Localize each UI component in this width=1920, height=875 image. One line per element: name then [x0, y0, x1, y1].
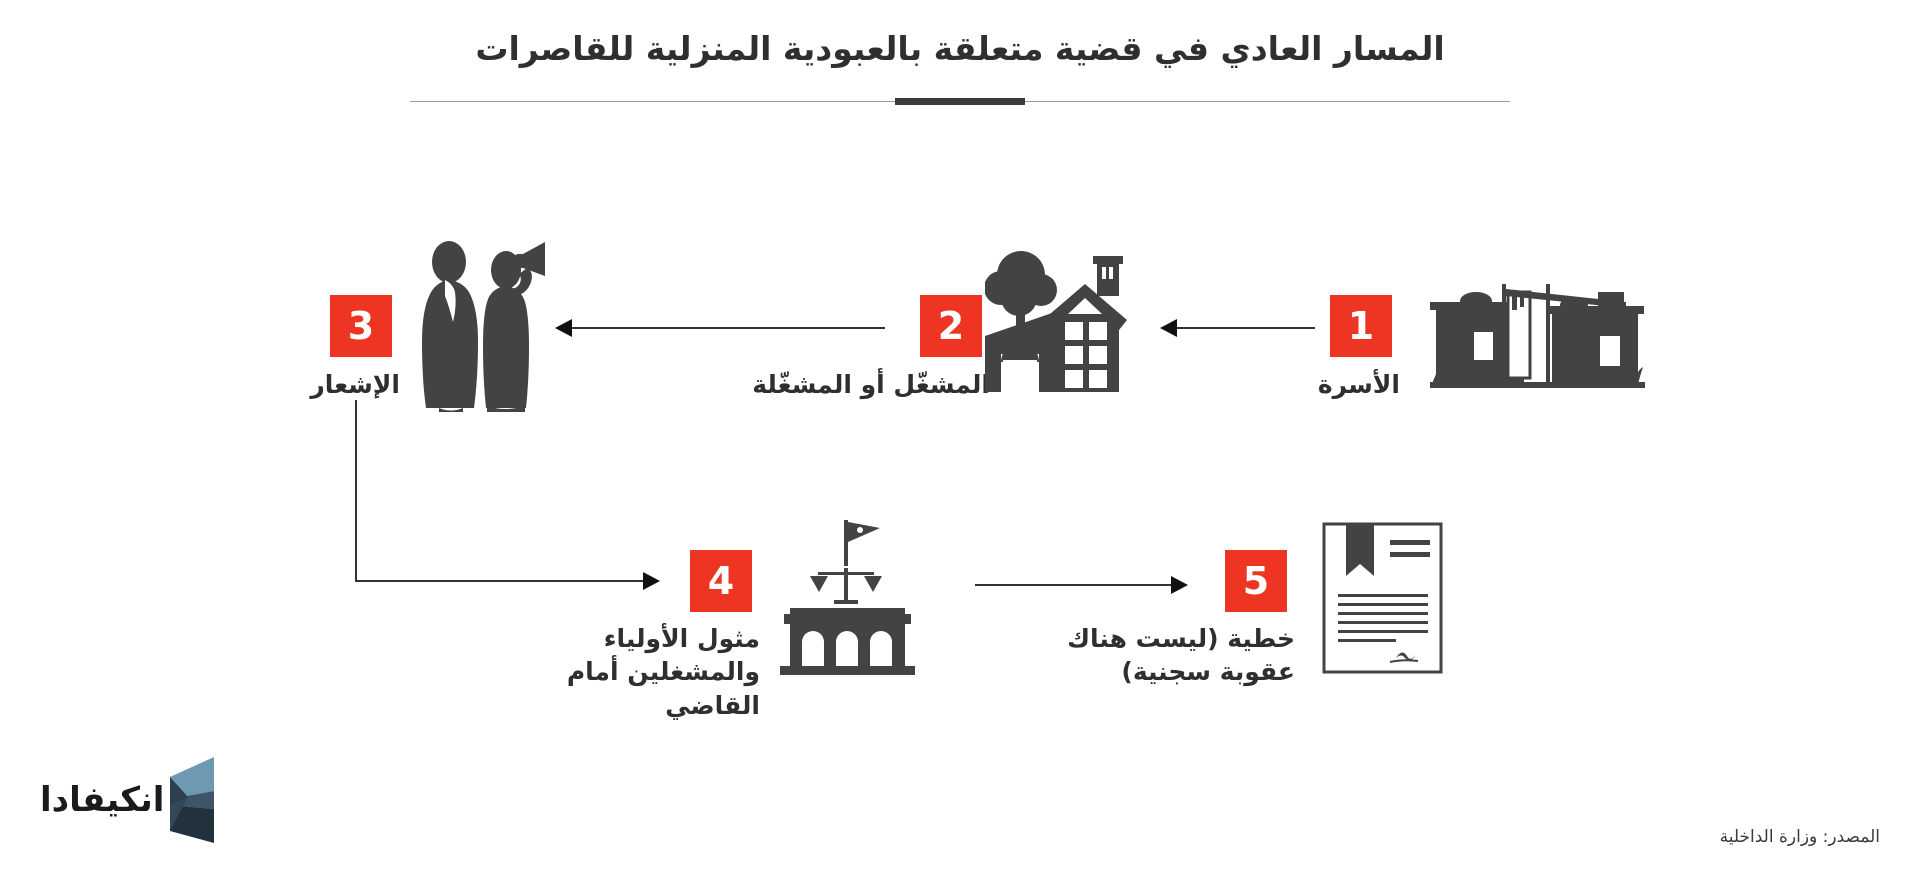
source-note: المصدر: وزارة الداخلية: [1719, 827, 1880, 847]
step-3-badge: 3: [330, 295, 392, 357]
step-2-label: المشغّل أو المشغّلة: [752, 370, 990, 399]
step-2[interactable]: 2: [920, 295, 982, 357]
step-4-badge: 4: [690, 550, 752, 612]
arrow-step3-to-step4: [355, 400, 665, 600]
step-1-label: الأسرة: [1317, 370, 1400, 399]
title-divider-accent: [895, 98, 1025, 105]
step-5[interactable]: 5: [1225, 550, 1287, 612]
arrow-step4-to-step5: [975, 575, 1190, 595]
title-divider: [410, 98, 1510, 106]
courthouse-icon: [780, 520, 915, 675]
step-2-badge: 2: [920, 295, 982, 357]
step-1-badge: 1: [1330, 295, 1392, 357]
page-title-block: المسار العادي في قضية متعلقة بالعبودية ا…: [0, 28, 1920, 69]
step-3[interactable]: 3: [330, 295, 392, 357]
brand-logo-text: انكيفادا: [40, 780, 165, 820]
document-icon: [1320, 520, 1445, 675]
house-with-tree-icon: [985, 240, 1135, 395]
step-5-label: خطية (ليست هناك عقوبة سجنية): [1067, 624, 1295, 687]
page-title: المسار العادي في قضية متعلقة بالعبودية ا…: [475, 29, 1445, 68]
arrow-step1-to-step2: [1160, 318, 1315, 338]
brand-logo-mark: [170, 757, 215, 843]
step-4-label: مثول الأولياء والمشغلين أمام القاضي: [566, 624, 760, 720]
step-3-label: الإشعار: [310, 370, 400, 399]
brand-logo[interactable]: انكيفادا: [40, 757, 215, 843]
step-5-badge: 5: [1225, 550, 1287, 612]
two-people-megaphone-icon: [405, 240, 545, 412]
step-4[interactable]: 4: [690, 550, 752, 612]
shack-house-icon: [1430, 280, 1645, 390]
arrow-step2-to-step3: [555, 318, 885, 338]
step-1[interactable]: 1: [1330, 295, 1392, 357]
